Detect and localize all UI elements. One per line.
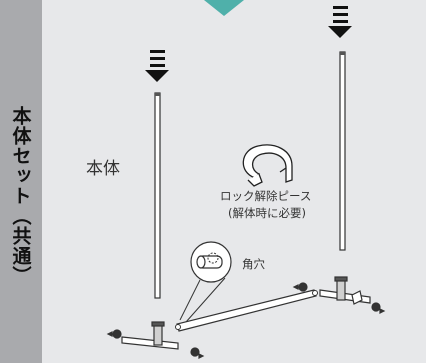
down-arrow-icon xyxy=(145,50,169,82)
down-arrow-icon xyxy=(328,6,352,38)
lock-release-piece-label: ロック解除ピース xyxy=(220,189,312,203)
right-base-foot xyxy=(292,276,386,314)
sidebar: 本体セット（共通） xyxy=(0,0,42,363)
magnifier-icon xyxy=(179,241,232,323)
lock-release-piece-icon xyxy=(242,144,293,187)
square-hole-label: 角穴 xyxy=(242,257,265,271)
lock-release-piece-note: (解体時に必要) xyxy=(228,206,306,220)
diagram-panel xyxy=(42,0,426,363)
cross-bar xyxy=(175,289,318,332)
sidebar-title: 本体セット（共通） xyxy=(9,106,32,286)
left-pole xyxy=(154,92,161,299)
left-base-foot xyxy=(106,321,205,359)
section-marker-triangle xyxy=(204,0,244,16)
right-pole xyxy=(339,51,346,251)
body-label: 本体 xyxy=(86,159,120,179)
